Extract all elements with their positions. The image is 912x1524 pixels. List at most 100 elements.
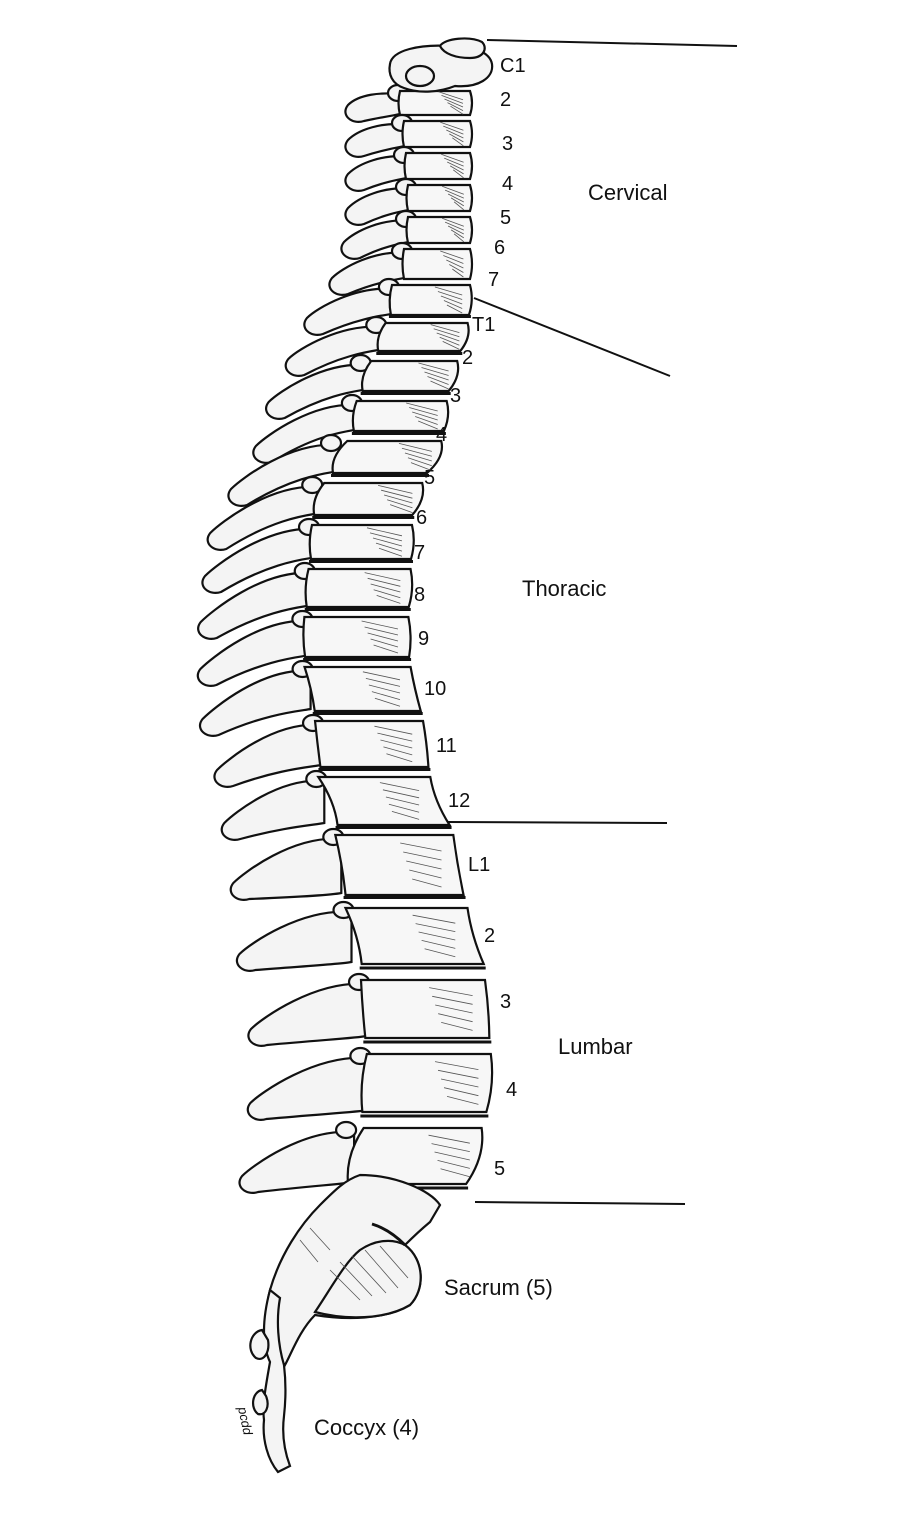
artist-signature: pcdd	[235, 1405, 256, 1437]
label-t11: 11	[436, 735, 457, 757]
vertebra-t10	[198, 659, 423, 737]
vertebra-c5	[344, 177, 474, 226]
spinous-process-c2	[344, 92, 408, 123]
vertebral-body-l5	[346, 1126, 484, 1186]
divider-cervical-top	[486, 39, 738, 47]
vertebra-l2	[235, 900, 486, 972]
label-l1: L1	[468, 854, 490, 876]
spinous-process-t11	[213, 723, 323, 788]
vertebral-body-c6	[405, 215, 474, 245]
atlas-foramen	[404, 64, 436, 88]
label-t5: 5	[424, 467, 435, 489]
vertebral-body-c5	[405, 183, 474, 213]
vertebra-t4	[252, 393, 450, 464]
label-l3: 3	[500, 991, 511, 1013]
vertebral-body-t9	[302, 615, 412, 659]
spinous-process-t9	[196, 619, 312, 687]
region-cervical: Cervical	[588, 180, 667, 205]
label-c1: C1	[500, 55, 526, 77]
vertebra-t6	[206, 475, 425, 551]
label-c5: 5	[500, 207, 511, 229]
spinous-process-l2	[235, 910, 353, 972]
label-c2: 2	[500, 89, 511, 111]
spinous-process-t10	[198, 669, 312, 737]
label-t10: 10	[424, 678, 446, 700]
vertebra-c1	[388, 37, 494, 93]
label-l5: 5	[494, 1158, 505, 1180]
vertebral-body-l2	[343, 906, 486, 966]
label-c3: 3	[502, 133, 513, 155]
label-t2: 2	[462, 347, 473, 369]
vertebra-c4	[344, 145, 474, 192]
label-t1: T1	[472, 314, 495, 336]
vertebral-body-t3	[360, 359, 460, 393]
vertebral-body-t8	[304, 567, 414, 609]
vertebra-t11	[213, 713, 431, 788]
spinous-process-t7	[201, 527, 319, 594]
vertebral-body-t5	[331, 439, 443, 475]
vertebra-c7	[328, 241, 474, 296]
spinous-process-l4	[246, 1056, 370, 1121]
vertebra-labels: C1 2 3 4 5 6 7 T1 2 3 4 5 6 7 8 9 10 11 …	[414, 55, 526, 1180]
region-lumbar: Lumbar	[558, 1034, 633, 1059]
sacrum-bone	[265, 1173, 442, 1367]
vertebra-l1	[229, 827, 466, 901]
vertebra-c3	[344, 113, 474, 158]
label-c4: 4	[502, 173, 513, 195]
vertebral-body-c3	[401, 119, 474, 149]
label-c7: 7	[488, 269, 499, 291]
label-l4: 4	[506, 1079, 517, 1101]
spinous-process-l1	[229, 837, 343, 901]
spinous-process-t5	[227, 443, 341, 507]
label-t9: 9	[418, 628, 429, 650]
spinous-process-t6	[206, 485, 322, 551]
vertebra-t5	[227, 433, 443, 507]
vertebral-body-c4	[403, 151, 474, 181]
vertebra-t9	[196, 609, 412, 687]
vertebra-l4	[246, 1046, 494, 1121]
divider-cervical-thoracic	[473, 297, 671, 377]
vertebral-body-t1	[388, 283, 473, 317]
vertebral-body-t2	[376, 321, 470, 353]
spinous-process-t12	[220, 779, 326, 841]
spinous-process-c5	[344, 187, 416, 226]
region-coccyx: Coccyx (4)	[314, 1415, 419, 1440]
spinous-process-c4	[344, 155, 414, 192]
dens	[438, 37, 486, 60]
spinous-process-t4	[252, 403, 361, 464]
vertebra-l3	[247, 972, 492, 1047]
spinous-process-t2	[284, 325, 386, 377]
spinous-process-t3	[265, 363, 370, 420]
vertebral-body-c7	[401, 247, 474, 281]
label-t3: 3	[450, 385, 461, 407]
spinous-process-l3	[247, 982, 369, 1047]
label-t8: 8	[414, 584, 425, 606]
coccyx-bone	[249, 1288, 292, 1474]
vertebral-body-l3	[359, 978, 491, 1040]
vertebra-t7	[201, 517, 415, 594]
facet-t5	[319, 433, 343, 453]
vertebra-t1	[303, 277, 473, 336]
vertebral-column	[196, 37, 494, 1194]
vertebral-body-t4	[351, 399, 450, 433]
vertebra-l5	[238, 1120, 484, 1194]
vertebra-t2	[284, 315, 470, 377]
vertebra-c6	[340, 209, 474, 260]
vertebra-t12	[220, 769, 452, 841]
spinous-process-l5	[238, 1130, 356, 1194]
vertebral-body-t7	[308, 523, 415, 561]
divider-lumbar-sacrum	[474, 1201, 686, 1205]
region-thoracic: Thoracic	[522, 576, 606, 601]
region-sacrum: Sacrum (5)	[444, 1275, 553, 1300]
vertebral-body-t11	[313, 719, 430, 769]
vertebral-body-l1	[333, 833, 465, 897]
vertebra-t8	[197, 561, 414, 640]
vertebral-body-t10	[303, 665, 423, 713]
vertebral-body-t12	[316, 775, 452, 827]
spinous-process-t8	[197, 571, 314, 640]
label-t7: 7	[414, 542, 425, 564]
label-t12: 12	[448, 790, 470, 812]
label-t4: 4	[436, 424, 447, 446]
vertebral-body-l4	[360, 1052, 494, 1114]
